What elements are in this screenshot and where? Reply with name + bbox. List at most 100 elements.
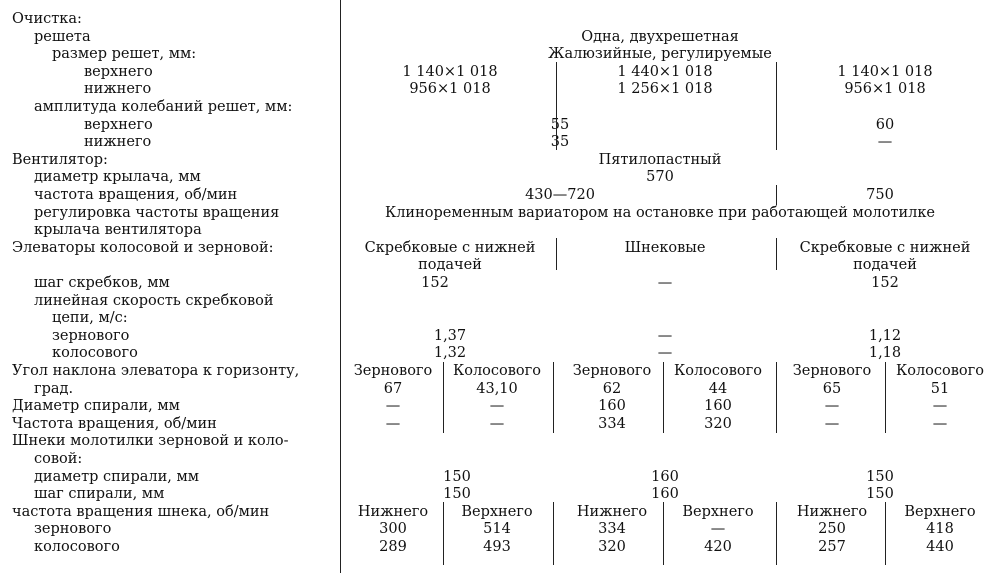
table-cell: подачей	[418, 257, 482, 274]
table-cell: 570	[646, 169, 674, 186]
table-cell: 334	[598, 521, 626, 538]
table-cell: 160	[704, 398, 732, 415]
table-row: подачей подачей	[0, 256, 1000, 274]
table-row: крылача вентилятора	[0, 221, 1000, 239]
row-label: зернового	[52, 327, 130, 344]
row-label: диаметр спирали, мм	[34, 468, 200, 485]
table-cell: 1,18	[868, 345, 902, 362]
table-cell: 1,12	[868, 327, 902, 344]
table-cell: 1 140×1 018	[402, 63, 498, 80]
table-cell: 289	[379, 539, 407, 555]
table-cell: Нижнего	[796, 503, 868, 520]
table-cell: —	[877, 134, 893, 151]
table-row: решета Одна, двухрешетная	[0, 28, 1000, 46]
table-cell: Скребковые с нижней	[799, 239, 971, 256]
row-label: Очистка:	[12, 11, 82, 27]
row-label: зернового	[34, 521, 112, 538]
table-cell: 750	[866, 187, 894, 203]
table-cell: Нижнего	[357, 503, 429, 520]
row-label: Частота вращения, об/мин	[12, 415, 217, 432]
table-cell: Пятилопастный	[598, 151, 722, 168]
table-cell: —	[385, 398, 401, 415]
table-row: линейная скорость скребковой	[0, 292, 1000, 310]
column-divider	[340, 0, 341, 573]
table-cell: 493	[483, 539, 511, 555]
table-cell: 418	[926, 521, 954, 538]
row-label: шаг спирали, мм	[34, 486, 165, 503]
table-cell: Зернового	[353, 363, 433, 379]
table-cell: —	[657, 345, 673, 362]
row-label: нижнего	[84, 134, 152, 151]
column-divider	[776, 502, 777, 565]
column-divider	[553, 502, 554, 565]
table-cell: 956×1 018	[844, 81, 926, 98]
table-cell: Шнековые	[624, 239, 706, 256]
row-label: верхнего	[84, 63, 153, 80]
column-divider	[776, 185, 777, 205]
row-label: решета	[34, 28, 91, 45]
table-cell: 67	[383, 380, 403, 397]
table-cell: Колосового	[896, 363, 984, 379]
table-cell: 51	[930, 380, 950, 397]
table-cell: Одна, двухрешетная	[581, 28, 739, 45]
table-cell: —	[824, 415, 840, 432]
row-label: размер решет, мм:	[52, 46, 197, 63]
table-row: зернового 300 514 334 — 250 418	[0, 520, 1000, 538]
table-row: Угол наклона элеватора к горизонту,Зерно…	[0, 362, 1000, 380]
row-label: линейная скорость скребковой	[34, 292, 274, 309]
table-cell: 150	[866, 468, 894, 485]
row-label: верхнего	[84, 116, 153, 133]
row-label: крылача вентилятора	[34, 222, 202, 239]
table-cell: 55	[550, 116, 570, 133]
table-cell: 160	[598, 398, 626, 415]
table-cell: Верхнего	[461, 503, 533, 520]
table-cell: —	[657, 275, 673, 291]
column-divider	[885, 502, 886, 565]
table-cell: 514	[483, 521, 511, 538]
row-label: град.	[34, 380, 74, 397]
table-cell: 150	[866, 486, 894, 503]
table-cell: —	[710, 521, 726, 538]
table-cell: —	[489, 415, 505, 432]
table-cell: 62	[602, 380, 622, 397]
column-divider	[443, 362, 444, 433]
table-cell: Колосового	[674, 363, 762, 379]
table-cell: 257	[818, 539, 846, 555]
row-label: амплитуда колебаний решет, мм:	[34, 99, 293, 115]
row-label: Диаметр спирали, мм	[12, 398, 180, 415]
table-cell: —	[385, 415, 401, 432]
column-divider	[663, 502, 664, 565]
table-cell: 250	[818, 521, 846, 538]
table-cell: Нижнего	[576, 503, 648, 520]
table-cell: подачей	[853, 257, 917, 274]
column-divider	[553, 362, 554, 433]
table-cell: 44	[708, 380, 728, 397]
table-cell: 1 256×1 018	[617, 81, 713, 98]
column-divider	[443, 502, 444, 565]
table-cell: —	[489, 398, 505, 415]
table-cell: Жалюзийные, регулируемые	[548, 46, 772, 63]
table-cell: Скребковые с нижней	[364, 239, 536, 256]
table-cell: 440	[926, 539, 954, 555]
table-cell: Зернового	[792, 363, 872, 379]
table-row: совой:	[0, 450, 1000, 468]
table-cell: —	[932, 398, 948, 415]
column-divider	[663, 362, 664, 433]
table-cell: 300	[379, 521, 407, 538]
column-divider	[776, 238, 777, 270]
row-label: нижнего	[84, 81, 152, 98]
table-cell: 430—720	[525, 187, 595, 203]
table-row: амплитуда колебаний решет, мм:	[0, 98, 1000, 116]
table-cell: Верхнего	[682, 503, 754, 520]
table-cell: 65	[822, 380, 842, 397]
